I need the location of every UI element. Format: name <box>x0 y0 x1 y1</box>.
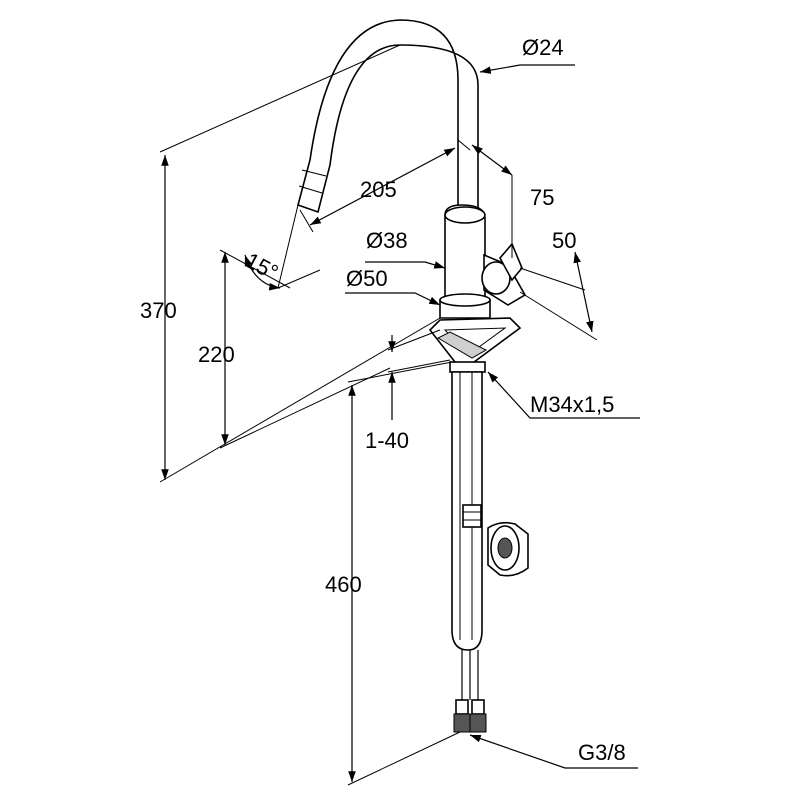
lever-handle <box>481 242 527 306</box>
shank-and-hoses <box>449 361 487 733</box>
label-deck-thickness: 1-40 <box>365 428 409 453</box>
label-body-diameter: Ø38 <box>366 228 408 253</box>
faucet-body <box>439 204 491 319</box>
label-spout-diameter: Ø24 <box>522 35 564 60</box>
label-total-height: 370 <box>140 298 177 323</box>
label-thread: M34x1,5 <box>530 392 614 417</box>
label-outlet-height: 220 <box>198 342 235 367</box>
label-base-diameter: Ø50 <box>346 266 388 291</box>
label-reach: 205 <box>360 177 397 202</box>
label-hose-length: 460 <box>325 572 362 597</box>
mounting-plate <box>428 317 522 366</box>
label-connection: G3/8 <box>578 740 626 765</box>
label-handle-depth: 50 <box>552 228 576 253</box>
label-handle-offset: 75 <box>530 185 554 210</box>
dimension-labels: Ø24 205 75 50 Ø38 Ø50 15° 370 220 1-40 M… <box>140 35 626 765</box>
dimension-lines <box>159 44 640 786</box>
label-spray-angle: 15° <box>241 248 282 286</box>
hose-weight <box>487 521 529 577</box>
